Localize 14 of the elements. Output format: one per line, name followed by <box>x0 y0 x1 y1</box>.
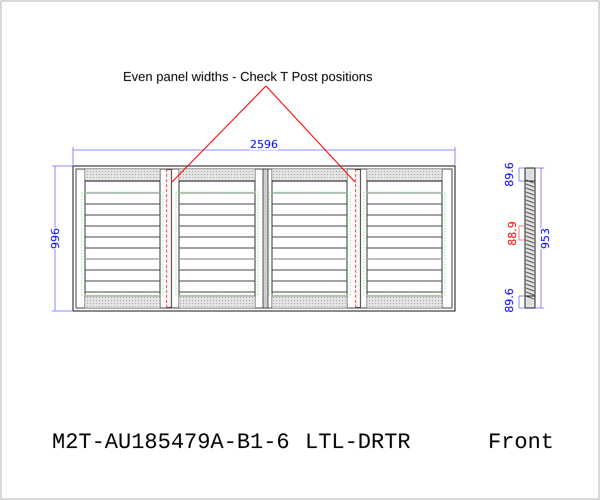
dimension-value: 2596 <box>250 139 278 150</box>
dimension-value: 89.6 <box>503 288 514 312</box>
t-post <box>355 169 361 308</box>
t-post <box>166 169 172 308</box>
dimension-value: 996 <box>50 228 60 248</box>
view-label: Front <box>488 432 554 454</box>
dimension-value: 953 <box>540 228 550 248</box>
leader-line <box>266 86 356 182</box>
note-text: Even panel widths - Check T Post positions <box>123 70 373 83</box>
drawing-code: M2T-AU185479A-B1-6 <box>52 432 290 454</box>
dimension-value: 89.6 <box>503 162 514 186</box>
leader-line <box>172 86 266 182</box>
drawing-code: LTL-DRTR <box>305 432 411 454</box>
dimension-value: 88.9 <box>506 220 518 246</box>
